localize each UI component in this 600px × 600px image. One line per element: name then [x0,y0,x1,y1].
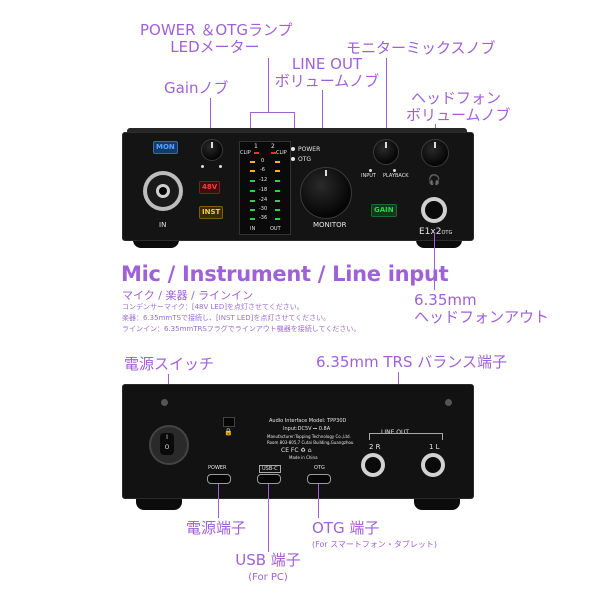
headphone-volume-callout-line2: ボリュームノブ [406,106,511,124]
monitor-label: MONITOR [313,221,347,229]
line-out-r-jack[interactable] [361,453,385,477]
mic-input-callout-sub: マイク / 楽器 / ラインイン [122,289,254,302]
power-port-callout: 電源端子 [186,519,247,537]
hp-out-callout: 6.35mm ヘッドフォンアウト [414,292,549,326]
meter-clip-right: CLIP [276,150,287,156]
power-port[interactable] [207,474,231,484]
gain-knob[interactable] [201,139,223,161]
line-out-callout: LINE OUT ボリュームノブ [272,56,382,90]
inst-button[interactable]: INST [199,206,224,219]
meter-scale-30: -30 [259,206,268,212]
hp-out-callout-line1: 6.35mm [414,291,477,309]
mic-input-callout: Mic / Instrument / Line input [121,262,449,286]
meter-out-label: OUT [270,226,281,232]
power-otg-callout: POWER ＆OTGランプ LEDメーター [140,21,293,56]
line-out-callout-line2: ボリュームノブ [274,72,380,90]
model-name: E1x2 [419,227,442,237]
otg-port[interactable] [307,474,331,484]
back-info-3: Manufacturer:Topping Technology Co.,Ltd. [267,434,351,439]
power-otg-callout-line1: POWER ＆OTGランプ [140,21,293,39]
meter-ch2: 2 [271,143,275,150]
usb-c-port-label: USB-C [259,465,281,473]
power-led [291,147,295,151]
usb-port-callout: USB 端子 (For PC) [232,552,304,586]
playback-label: PLAYBACK [383,173,409,179]
meter-in-label: IN [250,226,256,232]
otg-port-label: OTG [314,465,325,471]
mon-button[interactable]: MON [153,141,178,154]
meter-scale-6: -6 [260,167,265,173]
meter-ch1: 1 [254,143,258,150]
otg-port-callout-sub: (For スマートフォン・タブレット) [312,540,438,549]
hp-out-callout-line2: ヘッドフォンアウト [414,308,550,326]
meter-scale-36: -36 [259,215,268,221]
phantom-48v-button[interactable]: 48V [199,181,221,194]
input-label-mix: INPUT [361,173,376,179]
note-instrument: 楽器：6.35mmTSで接続し、[INST LED]を点灯させてください。 [122,314,331,322]
front-device-top [127,128,467,134]
front-device: MON IN 48V INST 1 2 CLIP CLIP 0 -6 -12 -… [122,132,474,241]
back-info-4: Room 803-805,7 Cutai Building,Guangzhou [267,440,354,445]
certification-marks: CE FC ♻ ⌂ [281,447,312,454]
gain-knob-callout: Gainノブ [164,79,229,97]
meter-scale-12: -12 [259,177,268,183]
meter-clip-left: CLIP [240,150,251,156]
headphone-volume-knob[interactable] [421,139,449,167]
note-line: ラインイン：6.35mmTRSフラグでラインアウト機器を接続してください。 [122,325,361,333]
headphone-volume-callout-line1: ヘッドフォン [410,89,501,107]
monitor-mix-knob[interactable] [373,139,399,165]
lock-icon: 🔒 [224,428,233,436]
line-out-bracket [369,433,443,440]
meter-scale-24: -24 [259,197,268,203]
meter-clip-led-2 [271,152,276,154]
kensington-lock [223,417,235,427]
screw-right [445,399,452,406]
led-meter: 1 2 CLIP CLIP 0 -6 -12 -18 -24 -30 -36 I… [239,141,291,235]
power-otg-callout-line2: LEDメーター [170,38,260,56]
gain-led-left [201,165,204,168]
line-out-r-label: 2 R [369,443,381,451]
playback-led [393,169,396,172]
line-out-label: LINE OUT [381,429,410,436]
model-label: E1x2OTG [419,227,452,237]
line-out-callout-line1: LINE OUT [291,55,363,73]
input-label: IN [159,221,167,229]
headphone-icon: 🎧 [428,175,441,186]
headphone-jack[interactable] [421,197,447,223]
trs-balanced-callout: 6.35mm TRS バランス端子 [316,353,507,371]
made-in-label: Made in China [289,455,318,460]
power-port-label: POWER [208,465,227,471]
otg-led-label: OTG [298,156,312,163]
power-switch-callout: 電源スイッチ [124,355,215,373]
monitor-mix-callout: モニターミックスノブ [346,39,496,57]
note-condenser: コンデンサーマイク：[48V LED]を点灯させてください。 [122,303,304,311]
model-suffix: OTG [441,230,453,236]
headphone-volume-callout: ヘッドフォン ボリュームノブ [406,89,511,124]
combo-input-jack[interactable] [143,171,183,211]
usb-port-callout-line1: USB 端子 [235,551,301,569]
line-out-l-jack[interactable] [421,453,445,477]
meter-clip-led-1 [254,152,259,154]
otg-port-callout: OTG 端子 [312,519,380,537]
back-info-1: Audio Interface Model: TPP30D [269,418,347,424]
otg-led [291,157,295,161]
monitor-volume-knob[interactable] [300,167,352,219]
gain-led-right [219,165,222,168]
back-info-2: Input:DC5V ⎓ 0.8A [283,426,331,432]
line-out-l-label: 1 L [429,443,440,451]
meter-scale-18: -18 [259,187,268,193]
screw-left [161,399,168,406]
input-led [369,169,372,172]
meter-scale-0: 0 [261,158,265,164]
usb-c-port[interactable] [257,474,281,484]
power-led-label: POWER [298,146,321,153]
gain-button[interactable]: GAIN [371,204,397,217]
usb-port-callout-sub: (For PC) [248,572,288,583]
